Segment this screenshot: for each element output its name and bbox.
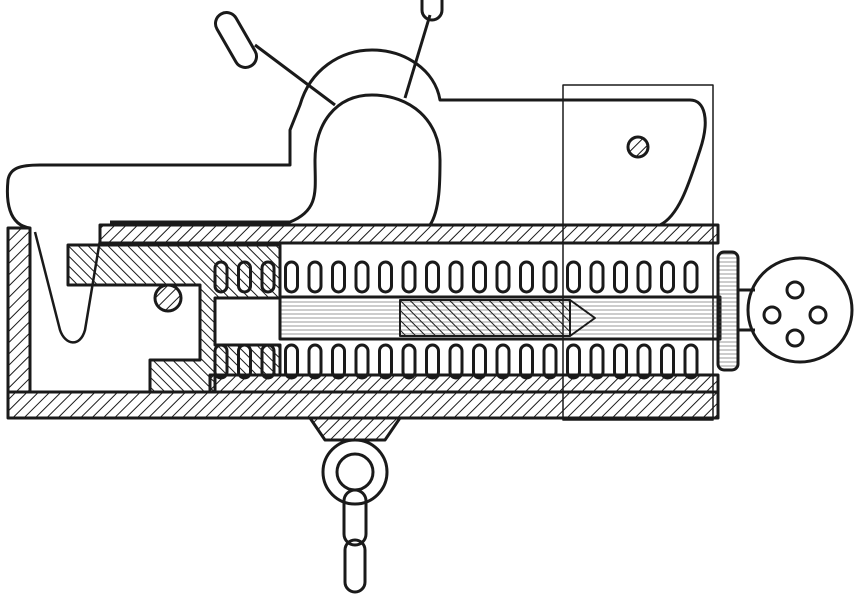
spring-coil [331,343,346,380]
chain-link [342,488,368,547]
spring-coil [378,343,393,380]
handle-hole [808,305,828,325]
spring-coil [260,343,276,380]
spring-coil [237,260,252,294]
spring-coil [542,260,558,294]
spring-coil [589,343,605,380]
clamp-body [5,48,707,230]
spring-coil [401,343,417,380]
spring-coil [378,260,393,294]
handle-hole [785,280,805,300]
spring-coil [213,260,229,294]
end-sleeve [562,84,714,421]
top-link-right-arm [403,14,432,99]
spring-coil [354,343,370,380]
bottom-eye-inner [335,452,375,492]
spring-coil [613,343,628,380]
spring-coil [472,343,487,380]
spring-coil [636,343,652,380]
housing-bottom-wall [6,390,720,420]
spring-coil [284,260,299,294]
bottom-lug [308,416,402,442]
threaded-section [399,299,571,337]
plunger-pin [153,283,183,313]
chain-link [343,538,367,594]
top-link-left [214,11,258,69]
housing-left-wall [6,226,32,394]
spring-coil [213,343,229,380]
shaft-tip [569,299,596,337]
handle-disc [746,256,854,364]
knurled-knob [716,250,740,372]
spring-coil [307,343,323,380]
coil-spring [213,260,699,380]
plunger [66,243,282,394]
spring-coil [472,260,487,294]
spring-coil [260,260,276,294]
spring-coil [566,260,581,294]
spring-coil [354,260,370,294]
spring-coil [566,343,581,380]
spring-coil [660,343,675,380]
spring-coil [613,260,628,294]
spring-coil [683,260,699,294]
spring-coil [425,260,440,294]
spring-coil [636,260,652,294]
spring-coil [519,260,534,294]
handle-hole [785,328,805,348]
top-link-right [420,0,444,22]
spring-coil [519,343,534,380]
bottom-eye [321,438,389,506]
spring-coil [542,343,558,380]
spring-coil [589,260,605,294]
spring-coil [401,260,417,294]
top-link-left-arm [254,43,336,107]
spring-coil [660,260,675,294]
spring-coil [307,260,323,294]
spring-coil [448,260,464,294]
spring-coil [284,343,299,380]
jaw-hook [33,231,102,344]
spring-coil [495,260,511,294]
tube-top-wall [98,223,720,245]
spring-coil [237,343,252,380]
handle-hole [762,305,782,325]
spring-coil [425,343,440,380]
spring-coil [448,343,464,380]
spring-coil [683,343,699,380]
pivot-pin [626,135,650,159]
spring-coil [495,343,511,380]
spring-coil [331,260,346,294]
